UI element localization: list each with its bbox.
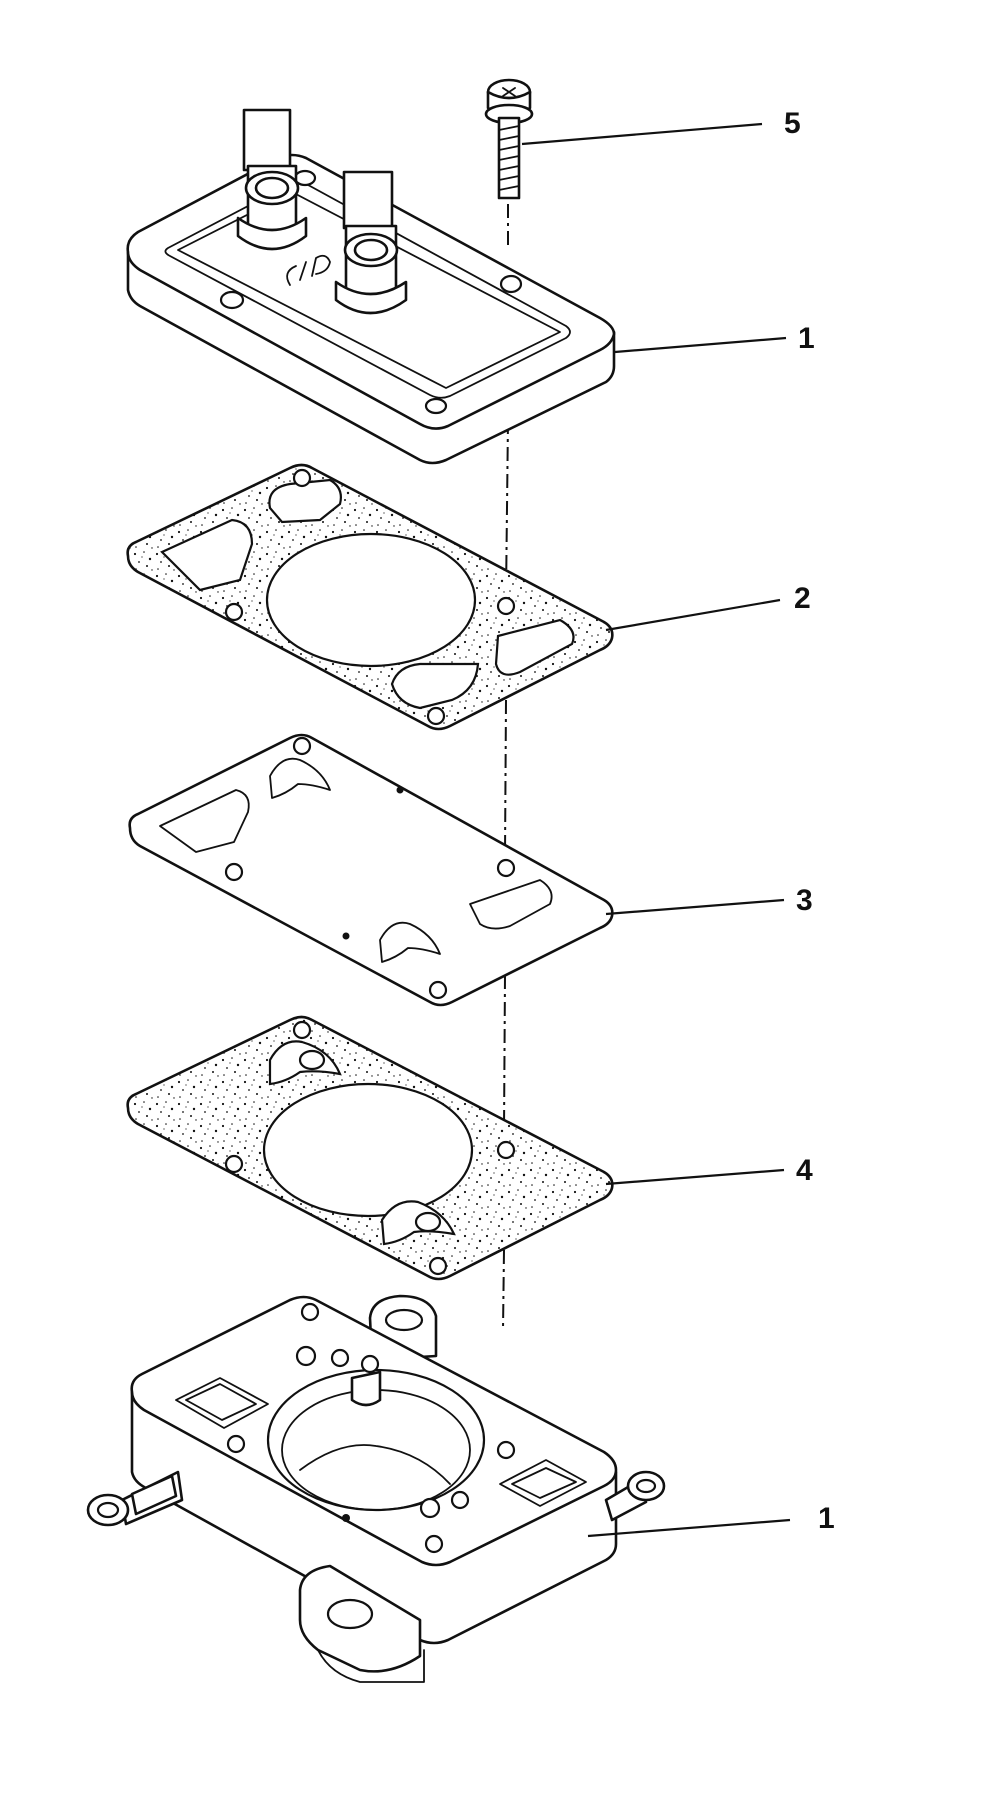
callout-number-3: 3 [796,884,813,917]
callout-number-2: 2 [794,582,811,615]
leader-line-3 [605,898,785,916]
callout-number-5: 5 [784,107,801,140]
leader-line-5 [521,122,763,146]
leader-line-2 [605,598,781,632]
leader-line-4 [605,1168,785,1186]
gasket-part-4 [126,1015,614,1281]
gasket-part-2 [126,463,614,731]
callout-number-1-top: 1 [798,322,815,355]
callout-number-1-bottom: 1 [818,1502,835,1535]
leader-line-1-top [614,336,787,354]
callout-number-4: 4 [796,1154,813,1187]
pump-body-part-1-bottom [86,1294,666,1683]
diaphragm-part-3 [128,733,614,1007]
cover-part-1-top [126,108,616,465]
screw-part-5 [484,78,534,200]
leader-line-1-bottom [587,1518,791,1538]
